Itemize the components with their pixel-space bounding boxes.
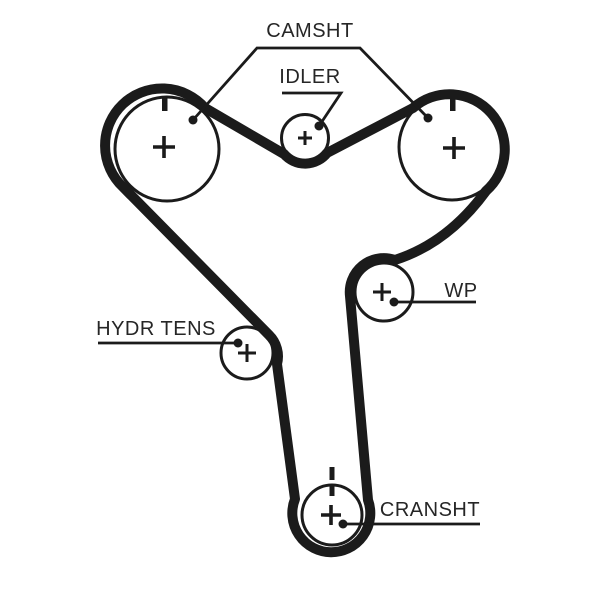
camshaft-right-leader-dot [423, 113, 433, 123]
tensioner-center-mark-icon [238, 344, 256, 362]
leader-lines [98, 46, 480, 529]
water-pump-center-mark-icon [373, 283, 391, 301]
label-water-pump: WP [444, 280, 478, 302]
center-marks [153, 131, 465, 525]
label-crankshaft: CRANSHT [379, 499, 481, 521]
timing-ticks [162, 97, 456, 496]
camshaft-right-tick-icon [450, 97, 456, 111]
camshaft-leader-line [191, 46, 430, 121]
crankshaft-leader-dot [338, 519, 348, 529]
idler-leader-dot [314, 121, 324, 131]
label-hydraulic-tensioner: HYDR TENS [96, 318, 216, 340]
camshaft-right-center-mark-icon [443, 137, 465, 159]
water-pump-leader-dot [389, 297, 399, 307]
camshaft-left-tick-icon [162, 97, 168, 111]
crankshaft-center-mark-icon [321, 505, 341, 525]
camshaft-left-leader-dot [188, 115, 198, 125]
label-idler: IDLER [279, 66, 341, 88]
label-camshaft: CAMSHT [266, 20, 354, 42]
crankshaft-tick-lower-icon [329, 484, 335, 496]
timing-belt [100, 83, 510, 558]
idler-center-mark-icon [298, 131, 312, 145]
idler-leader-line [282, 91, 344, 127]
tensioner-leader-dot [233, 338, 243, 348]
camshaft-left-center-mark-icon [153, 136, 175, 158]
crankshaft-tick-upper-icon [329, 467, 335, 480]
